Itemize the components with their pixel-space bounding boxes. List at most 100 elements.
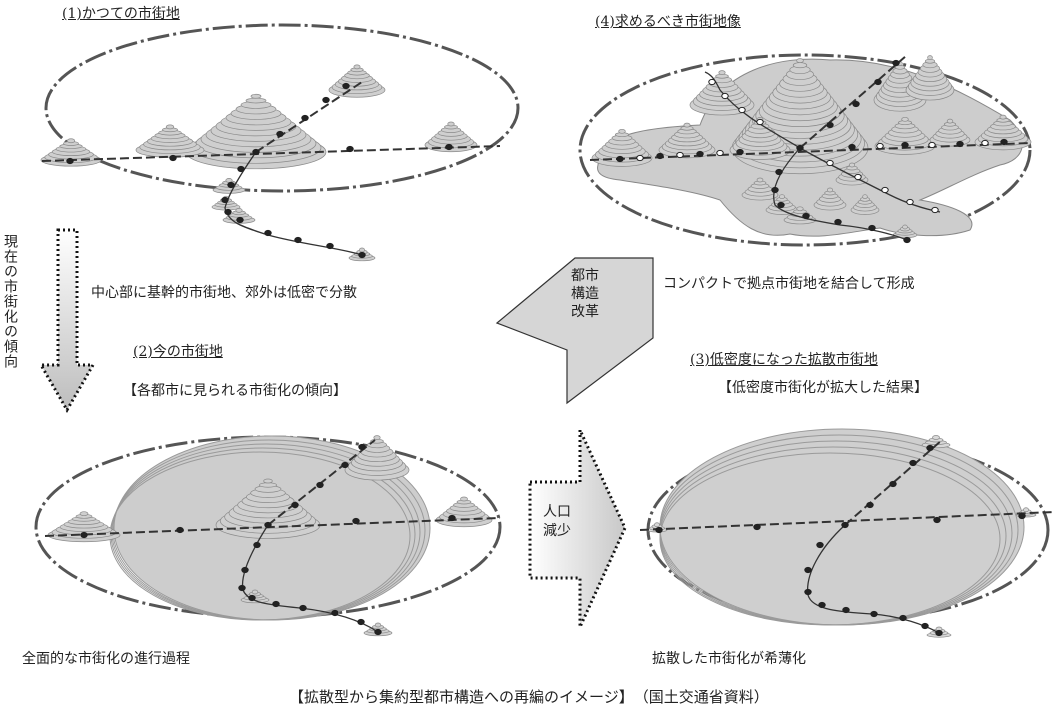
transit-route xyxy=(806,524,940,634)
settlement-mound xyxy=(215,478,321,539)
station-node xyxy=(866,501,874,509)
station-node xyxy=(264,229,272,237)
settlement-mound xyxy=(850,194,880,215)
rail-line xyxy=(255,81,363,153)
station-node xyxy=(826,121,834,129)
station-node xyxy=(870,610,878,618)
city-boundary xyxy=(578,53,1032,247)
station-node xyxy=(253,541,261,549)
station-node xyxy=(66,157,74,165)
station-node xyxy=(928,141,936,149)
station-node xyxy=(721,92,729,100)
station-node xyxy=(301,114,309,122)
station-node xyxy=(909,459,917,467)
decline-arrow xyxy=(528,429,627,628)
station-node xyxy=(818,601,826,609)
station-node xyxy=(227,181,235,189)
station-node xyxy=(316,481,324,489)
station-node xyxy=(656,152,664,160)
station-node xyxy=(876,142,884,150)
station-node xyxy=(176,526,184,534)
station-node xyxy=(881,186,889,194)
station-node xyxy=(221,196,229,204)
station-node xyxy=(322,96,330,104)
reform-arrow-label: 都市構造改革 xyxy=(571,268,599,320)
station-node xyxy=(358,443,366,451)
station-node xyxy=(756,118,764,126)
panel-1-description: 中心部に基幹的市街地、郊外は低密で分散 xyxy=(91,285,357,301)
reform-arrow xyxy=(495,257,654,405)
station-node xyxy=(901,141,909,149)
station-node xyxy=(448,514,456,522)
station-node xyxy=(775,168,783,176)
station-node xyxy=(616,155,624,163)
station-node xyxy=(252,148,260,156)
station-node xyxy=(299,604,307,612)
settlement-mound xyxy=(813,187,847,211)
station-node xyxy=(357,618,365,626)
station-node xyxy=(931,206,939,214)
station-node xyxy=(796,144,804,152)
station-node xyxy=(241,566,249,574)
trend-arrow-label: 現在の市街化の傾向 xyxy=(2,234,18,369)
panel-4-illustration xyxy=(578,53,1032,247)
station-node xyxy=(981,139,989,147)
station-node xyxy=(826,159,834,167)
station-node xyxy=(874,78,882,86)
station-node xyxy=(802,212,810,220)
panel-2-subtitle: 【各都市に見られる市街化の傾向】 xyxy=(123,383,347,399)
station-node xyxy=(892,59,900,67)
station-node xyxy=(236,216,244,224)
station-node xyxy=(708,78,716,86)
station-node xyxy=(921,622,929,630)
station-node xyxy=(816,541,824,549)
figure-caption: 【拡散型から集約型都市構造への再編のイメージ】 （国土交通省資料） xyxy=(289,688,769,706)
settlement-mound xyxy=(435,496,493,528)
station-node xyxy=(696,150,704,158)
station-node xyxy=(716,149,724,157)
rail-line xyxy=(639,511,1054,531)
station-node xyxy=(224,208,232,216)
station-node xyxy=(848,143,856,151)
station-node xyxy=(834,218,842,226)
station-node xyxy=(655,526,663,534)
station-node xyxy=(272,600,280,608)
station-node xyxy=(935,629,943,637)
station-node xyxy=(903,236,911,244)
settlement-mound xyxy=(185,93,327,170)
panel-2-title: (2)今の市街地 xyxy=(133,344,223,360)
station-node xyxy=(346,145,354,153)
station-node xyxy=(852,100,860,108)
station-node xyxy=(342,82,350,90)
station-node xyxy=(1018,512,1026,520)
panel-1-illustration xyxy=(40,23,520,262)
station-node xyxy=(237,165,245,173)
station-node xyxy=(636,154,644,162)
station-node xyxy=(331,609,339,617)
rail-line xyxy=(844,439,943,526)
station-node xyxy=(169,154,177,162)
station-node xyxy=(899,614,907,622)
station-node xyxy=(291,501,299,509)
station-node xyxy=(926,444,934,452)
station-node xyxy=(294,236,302,244)
settlement-mound xyxy=(658,122,716,159)
station-node xyxy=(804,566,812,574)
station-node xyxy=(358,251,366,259)
city-boundary xyxy=(44,23,520,193)
decline-arrow-label: 人口減少 xyxy=(543,504,571,539)
station-node xyxy=(80,531,88,539)
transit-route xyxy=(241,524,379,633)
panel-3-illustration xyxy=(639,428,1054,638)
station-node xyxy=(841,521,849,529)
transit-route xyxy=(224,151,363,256)
station-node xyxy=(341,461,349,469)
settlement-mound xyxy=(328,64,386,98)
panel-2-illustration xyxy=(34,435,502,637)
station-node xyxy=(276,130,284,138)
station-node xyxy=(676,151,684,159)
settlement-mound xyxy=(344,435,410,481)
station-node xyxy=(753,523,761,531)
panel-3-description: 拡散した市街化が希薄化 xyxy=(652,651,806,667)
